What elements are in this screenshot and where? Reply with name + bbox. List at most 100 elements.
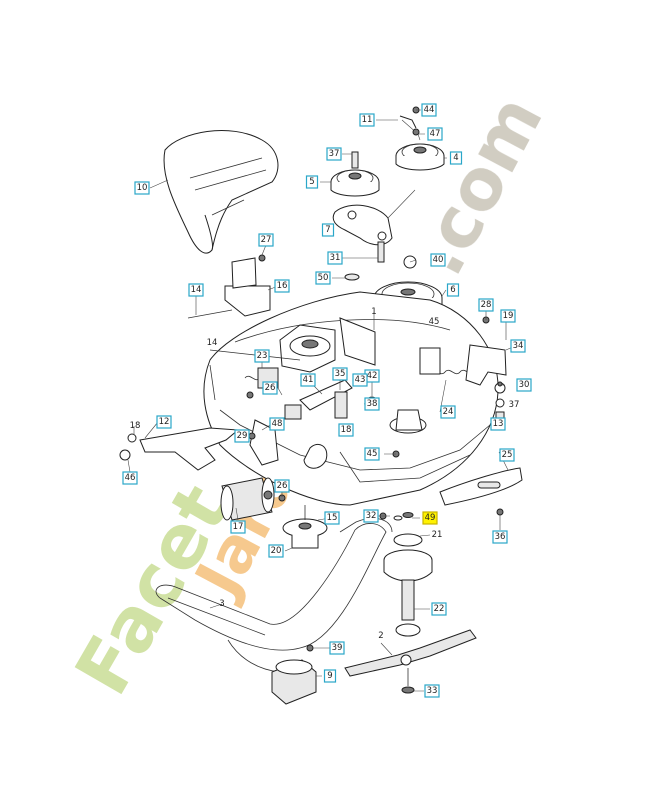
part-callout-number: 46 xyxy=(125,473,136,483)
part-callout-p22: 22 xyxy=(431,602,447,616)
part-callout-number: 19 xyxy=(503,311,514,321)
part-callout-p50: 50 xyxy=(315,271,331,285)
part-callout-number: 14 xyxy=(191,285,202,295)
part-callout-box xyxy=(262,381,278,395)
part-callout-p34: 34 xyxy=(510,339,526,353)
part-callout-number: 6 xyxy=(450,285,455,295)
part-callout-p39: 39 xyxy=(329,641,345,655)
part-callout-number: 36 xyxy=(495,532,506,542)
part-callout-number: 45 xyxy=(367,449,378,459)
part-callout-p5: 5 xyxy=(305,175,319,189)
belt-guard xyxy=(271,644,317,705)
part-callout-p2: 2 xyxy=(378,631,383,641)
part-callout-number: 25 xyxy=(502,450,513,460)
part-callout-box xyxy=(359,113,375,127)
part-callout-number: 27 xyxy=(261,235,272,245)
idler-arm-bracket xyxy=(332,115,421,263)
part-callout-p18b: 18 xyxy=(338,423,354,437)
drive-roller xyxy=(220,477,275,521)
part-callout-box xyxy=(321,223,335,237)
part-callout-p44: 44 xyxy=(421,103,437,117)
idler-pulley-right xyxy=(395,143,445,171)
part-callout-p33: 33 xyxy=(424,684,440,698)
part-callout-box xyxy=(424,684,440,698)
part-callout-p9: 9 xyxy=(323,669,337,683)
part-callout-box xyxy=(234,429,250,443)
part-callout-number: 40 xyxy=(433,255,444,265)
part-callout-p36: 36 xyxy=(492,530,508,544)
part-callout-box xyxy=(134,181,150,195)
part-callout-p26: 26 xyxy=(262,381,278,395)
part-callout-p16: 16 xyxy=(274,279,290,293)
part-callout-box xyxy=(490,417,506,431)
part-callout-box xyxy=(305,175,319,189)
part-callout-box xyxy=(492,530,508,544)
part-callout-box xyxy=(258,233,274,247)
part-callout-number: 14 xyxy=(207,338,218,348)
part-callout-p2b: 26 xyxy=(274,479,290,493)
part-callout-number: 26 xyxy=(277,481,288,491)
part-callout-number: 21 xyxy=(432,530,443,540)
part-callout-number: 45 xyxy=(429,317,440,327)
part-callout-p45b: 45 xyxy=(364,447,380,461)
part-callout-box xyxy=(329,641,345,655)
part-callout-p37a: 37 xyxy=(326,147,342,161)
part-callout-box xyxy=(230,520,246,534)
part-callout-p17: 17 xyxy=(230,520,246,534)
part-callout-number: 50 xyxy=(318,273,329,283)
part-callout-number: 9 xyxy=(327,671,332,681)
part-callout-number: 12 xyxy=(159,417,170,427)
part-callout-box xyxy=(352,373,368,387)
part-callout-number: 48 xyxy=(272,419,283,429)
part-callout-box xyxy=(478,298,494,312)
part-callout-t14: 14 xyxy=(207,338,218,348)
deck-side-skirt xyxy=(439,467,523,506)
part-callout-number: 35 xyxy=(335,369,346,379)
part-callout-box xyxy=(274,479,290,493)
part-callout-box xyxy=(300,373,316,387)
part-callout-number: 22 xyxy=(434,604,445,614)
part-callout-p1: 1 xyxy=(371,307,376,317)
part-callout-number: 34 xyxy=(513,341,524,351)
part-callout-t18: 18 xyxy=(130,421,141,431)
part-callout-box xyxy=(430,253,446,267)
part-callout-number: 4 xyxy=(453,153,458,163)
idler-pulley-left xyxy=(330,151,380,197)
part-callout-number: 28 xyxy=(481,300,492,310)
part-callout-number: 39 xyxy=(332,643,343,653)
part-callout-box xyxy=(254,349,270,363)
part-callout-box xyxy=(363,509,379,523)
part-callout-number: 37 xyxy=(329,149,340,159)
part-callout-box xyxy=(122,471,138,485)
part-callout-box xyxy=(431,602,447,616)
part-callout-number: 5 xyxy=(309,177,314,187)
part-callout-number: 47 xyxy=(430,129,441,139)
part-callout-box xyxy=(427,127,443,141)
part-callout-p29: 29 xyxy=(234,429,250,443)
part-callout-p10: 10 xyxy=(134,181,150,195)
part-callout-box xyxy=(323,669,337,683)
part-callout-p4: 4 xyxy=(449,151,463,165)
part-callout-p19: 19 xyxy=(500,309,516,323)
part-callout-p13: 13 xyxy=(490,417,506,431)
part-callout-number: 1 xyxy=(371,307,376,317)
part-callout-box xyxy=(422,511,438,525)
part-callout-t45: 45 xyxy=(429,317,440,327)
part-callout-number: 20 xyxy=(271,546,282,556)
part-callout-box xyxy=(156,415,172,429)
part-callout-box xyxy=(510,339,526,353)
part-callout-p28: 28 xyxy=(478,298,494,312)
part-callout-number: 2 xyxy=(378,631,383,641)
part-callout-box xyxy=(500,309,516,323)
part-callout-p11: 11 xyxy=(359,113,375,127)
part-callout-number: 33 xyxy=(427,686,438,696)
part-callout-number: 26 xyxy=(265,383,276,393)
part-callout-p20: 20 xyxy=(268,544,284,558)
part-callout-number: 16 xyxy=(277,281,288,291)
part-callout-p14: 14 xyxy=(188,283,204,297)
part-callout-number: 17 xyxy=(233,522,244,532)
part-callout-p27: 27 xyxy=(258,233,274,247)
spindle-left xyxy=(282,505,328,549)
